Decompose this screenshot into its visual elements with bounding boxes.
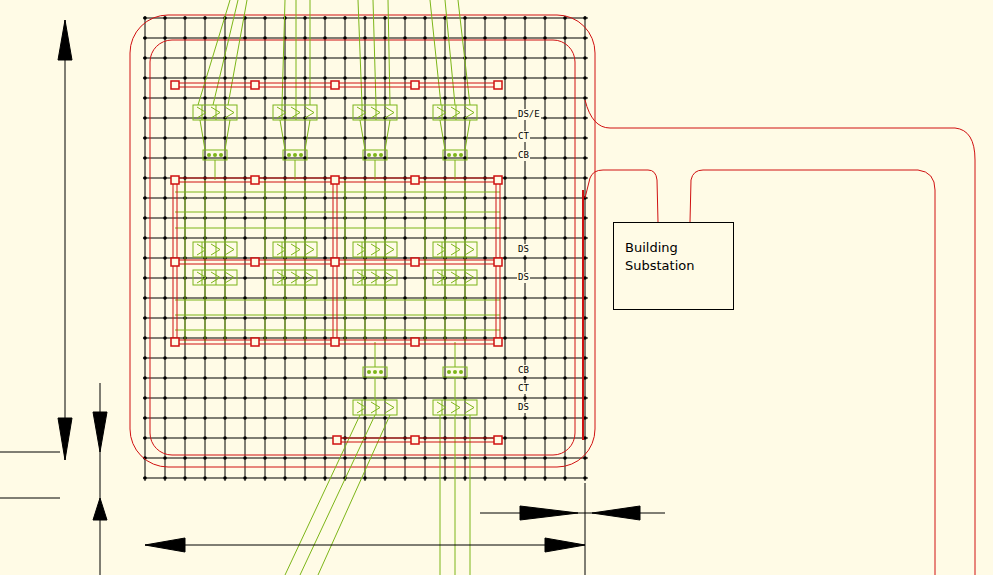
device-code: CT — [517, 131, 530, 142]
device-code: CB — [517, 150, 530, 161]
device-code: DS/E — [517, 109, 541, 120]
device-code: DS — [517, 244, 530, 255]
device-code: CB — [517, 365, 530, 376]
substation-box: Building Substation — [613, 222, 734, 310]
device-code: CT — [517, 383, 530, 394]
device-code: DS — [517, 402, 530, 413]
box-label: Building Substation — [625, 239, 715, 275]
device-code: DS — [517, 272, 530, 283]
